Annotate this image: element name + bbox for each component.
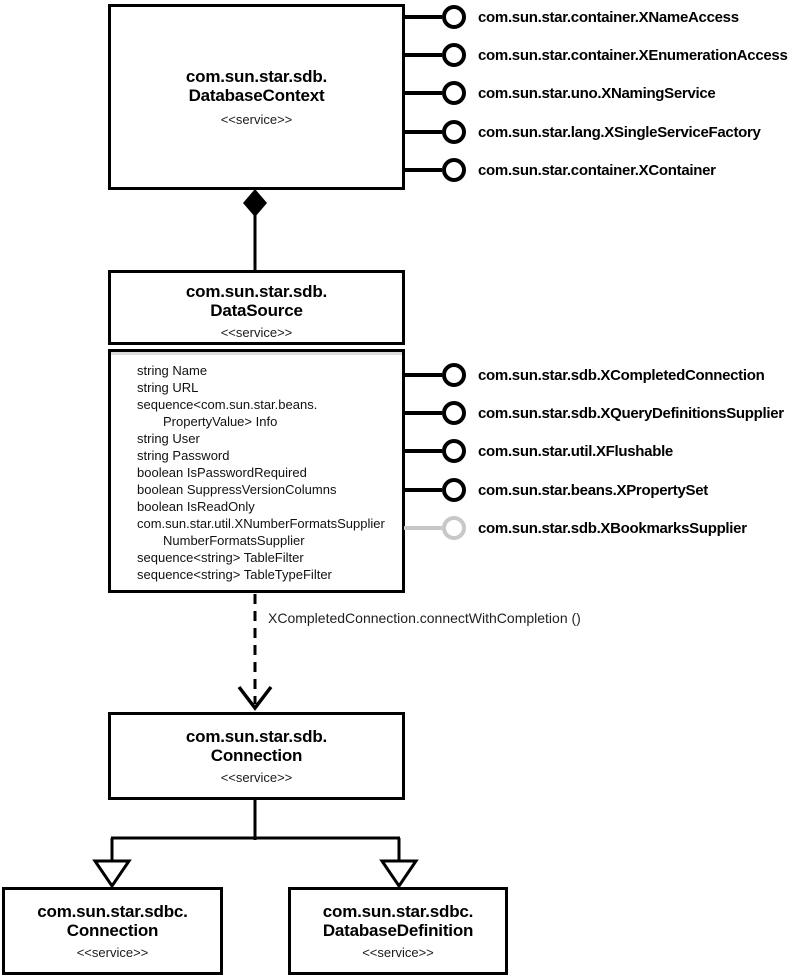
sdbc-connection-stereotype: <<service>> bbox=[76, 945, 149, 960]
interface-stub-line bbox=[404, 91, 442, 95]
interface-circle-icon bbox=[442, 158, 466, 182]
sdbc-connection-box: com.sun.star.sdbc. Connection <<service>… bbox=[2, 887, 223, 975]
database-context-stereotype: <<service>> bbox=[220, 112, 293, 127]
interface-circle-icon bbox=[442, 43, 466, 67]
database-context-box: com.sun.star.sdb. DatabaseContext <<serv… bbox=[108, 4, 405, 190]
generalization-right-triangle-icon bbox=[379, 859, 419, 889]
interface-row-xbookmarkssupplier: com.sun.star.sdb.XBookmarksSupplier bbox=[404, 515, 747, 541]
sdbc-connection-title-line1: com.sun.star.sdbc. bbox=[37, 902, 188, 921]
data-source-attributes-list: string Name string URL sequence<com.sun.… bbox=[111, 352, 402, 590]
composition-diamond-icon bbox=[243, 189, 267, 217]
attribute-line: boolean IsPasswordRequired bbox=[137, 465, 307, 480]
interface-stub-line bbox=[404, 526, 442, 530]
connection-stereotype: <<service>> bbox=[220, 770, 293, 785]
data-source-box: com.sun.star.sdb. DataSource <<service>> bbox=[108, 270, 405, 345]
attribute-line: NumberFormatsSupplier bbox=[163, 533, 305, 548]
interface-label: com.sun.star.uno.XNamingService bbox=[478, 84, 716, 102]
attribute-line: string User bbox=[137, 431, 200, 446]
attribute-line: string URL bbox=[137, 380, 199, 395]
interface-label: com.sun.star.beans.XPropertySet bbox=[478, 481, 708, 499]
interface-stub-line bbox=[404, 15, 442, 19]
interface-row-xsingleservicefactory: com.sun.star.lang.XSingleServiceFactory bbox=[404, 119, 761, 145]
attribute-line: sequence<com.sun.star.beans. bbox=[137, 397, 318, 412]
sdbc-database-definition-box: com.sun.star.sdbc. DatabaseDefinition <<… bbox=[288, 887, 508, 975]
interface-row-xnamingservice: com.sun.star.uno.XNamingService bbox=[404, 80, 716, 106]
data-source-title-line2: DataSource bbox=[210, 301, 303, 320]
attribute-line: sequence<string> TableTypeFilter bbox=[137, 567, 332, 582]
interface-stub-line bbox=[404, 130, 442, 134]
database-context-title-line2: DatabaseContext bbox=[188, 86, 325, 105]
interface-stub-line bbox=[404, 53, 442, 57]
connection-title-line2: Connection bbox=[210, 746, 303, 765]
attribute-line: boolean IsReadOnly bbox=[137, 499, 255, 514]
interface-label: com.sun.star.sdb.XCompletedConnection bbox=[478, 366, 765, 384]
sdbc-database-definition-title-line2: DatabaseDefinition bbox=[322, 921, 474, 940]
interface-label: com.sun.star.sdb.XBookmarksSupplier bbox=[478, 519, 747, 537]
interface-stub-line bbox=[404, 488, 442, 492]
interface-stub-line bbox=[404, 168, 442, 172]
interface-circle-icon bbox=[442, 478, 466, 502]
interface-label: com.sun.star.container.XContainer bbox=[478, 161, 716, 179]
interface-row-xpropertyset: com.sun.star.beans.XPropertySet bbox=[404, 477, 708, 503]
generalization-left-triangle-icon bbox=[92, 859, 132, 889]
interface-circle-icon bbox=[442, 120, 466, 144]
interface-label: com.sun.star.lang.XSingleServiceFactory bbox=[478, 123, 761, 141]
attribute-line: com.sun.star.util.XNumberFormatsSupplier bbox=[137, 516, 385, 531]
attribute-line: boolean SuppressVersionColumns bbox=[137, 482, 337, 497]
data-source-title-line1: com.sun.star.sdb. bbox=[185, 282, 328, 301]
interface-label: com.sun.star.util.XFlushable bbox=[478, 442, 673, 460]
interface-label: com.sun.star.container.XNameAccess bbox=[478, 8, 739, 26]
attribute-line: PropertyValue> Info bbox=[163, 414, 278, 429]
interface-row-xcompletedconnection: com.sun.star.sdb.XCompletedConnection bbox=[404, 362, 765, 388]
data-source-attributes-box: string Name string URL sequence<com.sun.… bbox=[108, 349, 405, 593]
attribute-line: string Name bbox=[137, 363, 208, 378]
interface-row-xflushable: com.sun.star.util.XFlushable bbox=[404, 438, 673, 464]
attribute-line: sequence<string> TableFilter bbox=[137, 550, 304, 565]
sdbc-database-definition-title-line1: com.sun.star.sdbc. bbox=[322, 902, 474, 921]
interface-row-xquerydefinitionssupplier: com.sun.star.sdb.XQueryDefinitionsSuppli… bbox=[404, 400, 784, 426]
interface-circle-icon bbox=[442, 516, 466, 540]
interface-circle-icon bbox=[442, 401, 466, 425]
interface-row-xenumerationaccess: com.sun.star.container.XEnumerationAcces… bbox=[404, 42, 788, 68]
dependency-arrowhead-icon bbox=[237, 685, 273, 711]
interface-stub-line bbox=[404, 449, 442, 453]
interface-circle-icon bbox=[442, 81, 466, 105]
interface-row-xnameaccess: com.sun.star.container.XNameAccess bbox=[404, 4, 739, 30]
attribute-line: string Password bbox=[137, 448, 230, 463]
connection-box: com.sun.star.sdb. Connection <<service>> bbox=[108, 712, 405, 800]
interface-stub-line bbox=[404, 411, 442, 415]
database-context-title-line1: com.sun.star.sdb. bbox=[185, 67, 328, 86]
interface-label: com.sun.star.container.XEnumerationAcces… bbox=[478, 46, 788, 64]
connection-title-line1: com.sun.star.sdb. bbox=[185, 727, 328, 746]
interface-circle-icon bbox=[442, 363, 466, 387]
interface-row-xcontainer: com.sun.star.container.XContainer bbox=[404, 157, 716, 183]
dependency-edge-label: XCompletedConnection.connectWithCompleti… bbox=[268, 610, 581, 626]
interface-label: com.sun.star.sdb.XQueryDefinitionsSuppli… bbox=[478, 404, 784, 422]
interface-circle-icon bbox=[442, 5, 466, 29]
interface-stub-line bbox=[404, 373, 442, 377]
data-source-stereotype: <<service>> bbox=[220, 325, 293, 340]
interface-circle-icon bbox=[442, 439, 466, 463]
sdbc-database-definition-stereotype: <<service>> bbox=[362, 945, 434, 960]
sdbc-connection-title-line2: Connection bbox=[66, 921, 159, 940]
